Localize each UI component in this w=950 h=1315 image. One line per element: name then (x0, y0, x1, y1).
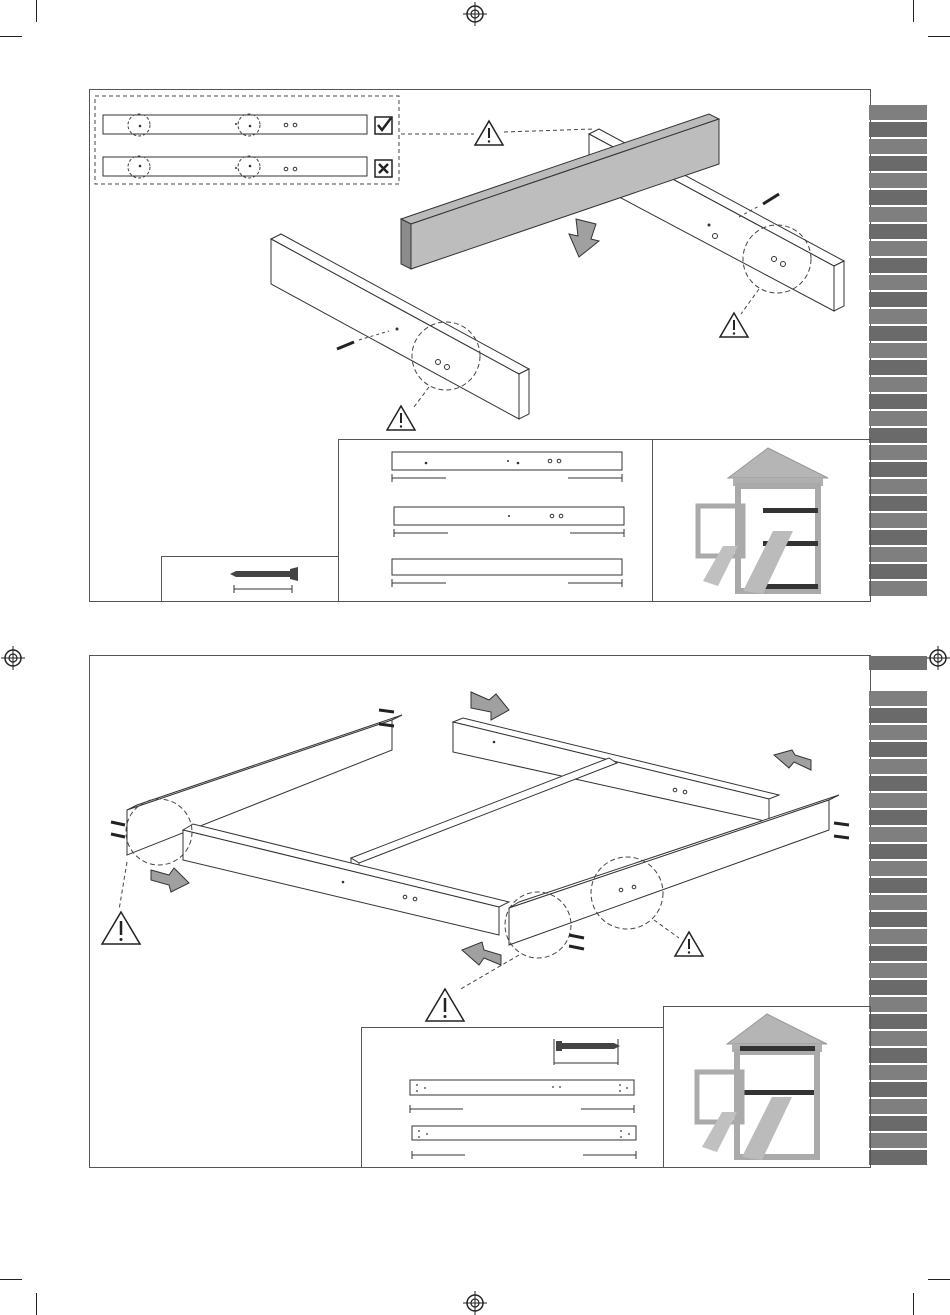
section-tab (869, 445, 927, 460)
section-tab (869, 997, 927, 1012)
warning-triangle-icon (100, 910, 142, 946)
section-tab (869, 1150, 927, 1165)
section-tab (869, 462, 927, 477)
section-tab (869, 1031, 927, 1046)
section-tab (869, 275, 927, 290)
crop-mark (928, 36, 950, 37)
section-tab (869, 139, 927, 154)
section-tab (869, 878, 927, 893)
registration-mark-icon (463, 2, 487, 26)
section-tab (869, 1014, 927, 1029)
section-tab (869, 360, 927, 375)
section-tab (869, 1065, 927, 1080)
step-bottom-tab-strip (869, 691, 927, 1167)
registration-mark-icon (926, 646, 950, 670)
warning-triangle-icon (385, 404, 417, 432)
warning-triangle-icon (424, 987, 466, 1023)
section-tab (869, 895, 927, 910)
section-tab (869, 844, 927, 859)
section-tab (869, 708, 927, 723)
section-tab (869, 377, 927, 392)
section-tab (869, 207, 927, 222)
section-tab (869, 1048, 927, 1063)
section-tab (869, 929, 927, 944)
section-tab (869, 1133, 927, 1148)
screw-icon (548, 1037, 628, 1067)
section-tab (869, 258, 927, 273)
section-tab (869, 946, 927, 961)
step-bottom-frame-illustration (89, 680, 869, 1040)
section-tab (869, 394, 927, 409)
step-top-tab-strip (869, 105, 927, 598)
section-tab (869, 343, 927, 358)
section-tab (869, 530, 927, 545)
section-tab (869, 776, 927, 791)
registration-mark-icon (463, 1291, 487, 1315)
section-tab (869, 1082, 927, 1097)
step-bottom-parts-list (405, 1075, 645, 1165)
playtower-overview-icon (693, 446, 843, 596)
section-tab (869, 496, 927, 511)
crop-mark (0, 1279, 22, 1280)
section-tab (869, 292, 927, 307)
section-tab (869, 105, 927, 120)
section-tab (869, 241, 927, 256)
section-tab (869, 411, 927, 426)
section-tab (869, 912, 927, 927)
section-tab (869, 691, 927, 706)
section-tab (869, 190, 927, 205)
part-beam (410, 1080, 634, 1095)
section-tab (869, 759, 927, 774)
section-tab (869, 1116, 927, 1131)
section-tab (869, 827, 927, 842)
section-tab (869, 326, 927, 341)
section-tab (869, 963, 927, 978)
section-tab (869, 980, 927, 995)
warning-triangle-icon (673, 930, 705, 958)
section-tab (869, 861, 927, 876)
registration-mark-icon (1, 646, 25, 670)
crop-mark (913, 0, 914, 22)
section-tab (869, 173, 927, 188)
section-tab (869, 224, 927, 239)
crop-mark (928, 1279, 950, 1280)
crop-mark (913, 1293, 914, 1315)
crop-mark (0, 36, 22, 37)
section-tab (869, 156, 927, 171)
step-top-parts-list (388, 448, 648, 598)
step-bottom-header-tab (869, 656, 927, 670)
section-tab (869, 793, 927, 808)
section-tab (869, 309, 927, 324)
crop-mark (36, 1293, 37, 1315)
crop-mark (36, 0, 37, 22)
part-beam (392, 559, 622, 575)
playtower-overview-icon (692, 1012, 842, 1162)
section-tab (869, 725, 927, 740)
section-tab (869, 742, 927, 757)
screw-icon (228, 565, 308, 595)
warning-triangle-icon (473, 119, 505, 147)
section-tab (869, 581, 927, 596)
section-tab (869, 547, 927, 562)
warning-triangle-icon (718, 311, 750, 339)
section-tab (869, 810, 927, 825)
section-tab (869, 122, 927, 137)
part-beam (412, 1126, 636, 1140)
section-tab (869, 564, 927, 579)
section-tab (869, 1099, 927, 1114)
section-tab (869, 428, 927, 443)
section-tab (869, 479, 927, 494)
section-tab (869, 513, 927, 528)
